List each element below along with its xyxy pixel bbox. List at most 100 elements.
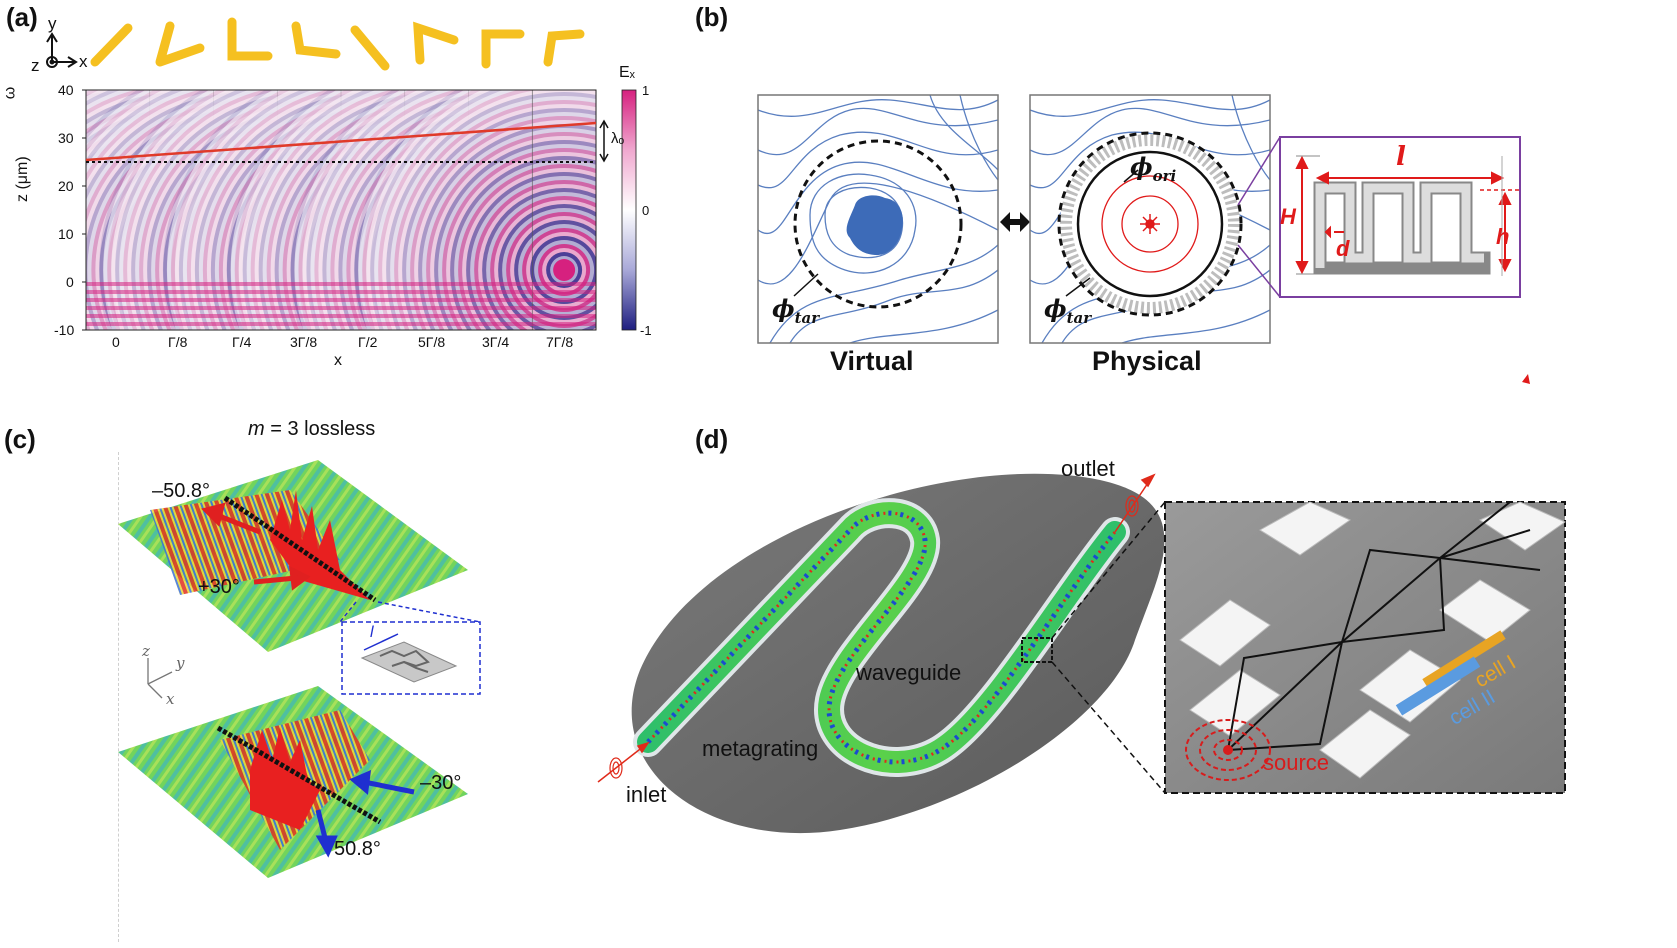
colorbar-tick: 1 — [642, 83, 650, 98]
y-tick-label: 0 — [66, 274, 74, 290]
substrate-band — [86, 314, 596, 318]
axis-icon-z: z — [31, 56, 40, 75]
panel-d: (d) — [580, 410, 1677, 948]
virtual-contours — [758, 95, 998, 343]
axis-y-label: y — [176, 654, 185, 672]
phi-symbol: ϕ — [772, 294, 795, 323]
metasurface-ring — [1060, 134, 1240, 314]
source-rings — [1185, 719, 1271, 781]
dim-l-label: l — [1396, 142, 1406, 172]
outlet-label: outlet — [1061, 456, 1115, 481]
panel-b-graphics — [757, 94, 1530, 384]
y-tick-label: 20 — [58, 178, 74, 194]
axis-z-label: z — [142, 642, 150, 660]
top-metagrating — [223, 495, 377, 603]
substrate-band — [86, 298, 596, 302]
x-tick-label: 3Γ/4 — [482, 334, 510, 350]
y-tick-label: 40 — [58, 82, 74, 98]
waveguide-label: waveguide — [856, 660, 962, 685]
coordinate-axes-icon — [46, 32, 78, 68]
inner-boundary — [1076, 150, 1224, 298]
phi-symbol: ϕ — [1044, 294, 1067, 323]
v-antenna-row — [90, 17, 585, 71]
x-tick-label: Γ/2 — [358, 334, 378, 350]
virtual-boundary — [793, 139, 963, 309]
phi-tar-physical: ϕtar — [1044, 294, 1091, 327]
dim-h-label: h — [1496, 224, 1510, 249]
physical-label: Physical — [1092, 346, 1202, 376]
phase-front-line — [85, 121, 597, 162]
inlet-label: inlet — [626, 782, 667, 807]
virtual-object — [846, 195, 903, 256]
angle-label: –30° — [420, 772, 462, 794]
substrate-band — [86, 322, 596, 326]
wavelength-bracket — [599, 119, 609, 163]
phi-subscript: tar — [794, 308, 820, 327]
outlet-arrow — [1114, 473, 1156, 533]
phi-ori: ϕori — [1130, 152, 1176, 185]
bottom-metagrating — [216, 725, 382, 825]
x-tick-label: 7Γ/8 — [546, 334, 574, 350]
inset-l-label: l — [370, 624, 374, 641]
x-tick-label: 5Γ/8 — [418, 334, 446, 350]
wave-packets — [609, 495, 1139, 779]
title-variable: m — [248, 418, 265, 440]
phi-symbol: ϕ — [1130, 152, 1153, 181]
title-text: = 3 lossless — [264, 418, 376, 440]
dim-H-label: H — [1280, 204, 1296, 229]
panel-d-label: (d) — [695, 424, 729, 454]
panel-c-divider — [118, 452, 119, 942]
angle-label: 50.8° — [334, 838, 381, 860]
panel-a: (a) y z x — [0, 0, 680, 380]
axis-icon-x: x — [79, 52, 88, 71]
axis-x-label: x — [166, 690, 175, 708]
panel-c: (c) m = 3 lossless — [0, 410, 560, 948]
x-tick-label: 0 — [112, 334, 120, 350]
x-tick-label: 3Γ/8 — [290, 334, 318, 350]
substrate-band — [86, 290, 596, 294]
colorbar-tick: -1 — [640, 323, 652, 338]
metagrating-label: metagrating — [702, 736, 819, 761]
substrate-band — [86, 306, 596, 310]
colorbar — [621, 89, 637, 331]
angle-label: –50.8° — [152, 480, 211, 502]
dim-d-label: d — [1336, 236, 1350, 261]
panel-a-label: (a) — [6, 2, 38, 32]
substrate-band — [86, 282, 596, 286]
double-arrow — [1000, 212, 1030, 232]
inset-meander — [360, 641, 458, 683]
colorbar-tick: 0 — [642, 203, 650, 218]
y-tick-label: -10 — [54, 322, 75, 338]
phi-tar-virtual: ϕtar — [772, 294, 819, 327]
y-axis-top-label: ω — [1, 86, 19, 100]
y-tick-label: 30 — [58, 130, 74, 146]
substrate-disk — [631, 473, 1165, 834]
y-axis-label: z (μm) — [14, 156, 31, 202]
phi-subscript: ori — [1152, 166, 1177, 185]
coordinate-axes-icon — [147, 658, 173, 699]
dimension-arrows — [1295, 155, 1512, 275]
source-label: source — [1263, 750, 1330, 775]
panel-c-graphics — [118, 460, 481, 878]
y-tick-label: 10 — [58, 226, 74, 242]
ray-diagram — [1227, 501, 1541, 751]
x-axis-label: x — [334, 352, 342, 369]
panel-b-label: (b) — [695, 2, 729, 32]
inlet-arrow — [597, 741, 650, 783]
panel-c-label: (c) — [4, 424, 36, 454]
panel-a-graphics — [46, 17, 637, 331]
inset-cells — [1179, 501, 1567, 779]
x-tick-label: Γ/4 — [232, 334, 252, 350]
panel-c-title: m = 3 lossless — [248, 418, 375, 441]
x-tick-label: Γ/8 — [168, 334, 188, 350]
bottom-field-peaks — [250, 728, 320, 830]
panel-d-graphics — [597, 473, 1567, 834]
angle-label: +30° — [198, 576, 240, 598]
zoom-selection — [1021, 637, 1053, 663]
cell-two-bar — [1395, 656, 1481, 716]
blue-arrows — [315, 769, 415, 858]
phi-subscript: tar — [1066, 308, 1092, 327]
virtual-label: Virtual — [830, 346, 914, 376]
field-map — [86, 90, 596, 330]
source-point — [1223, 745, 1233, 755]
